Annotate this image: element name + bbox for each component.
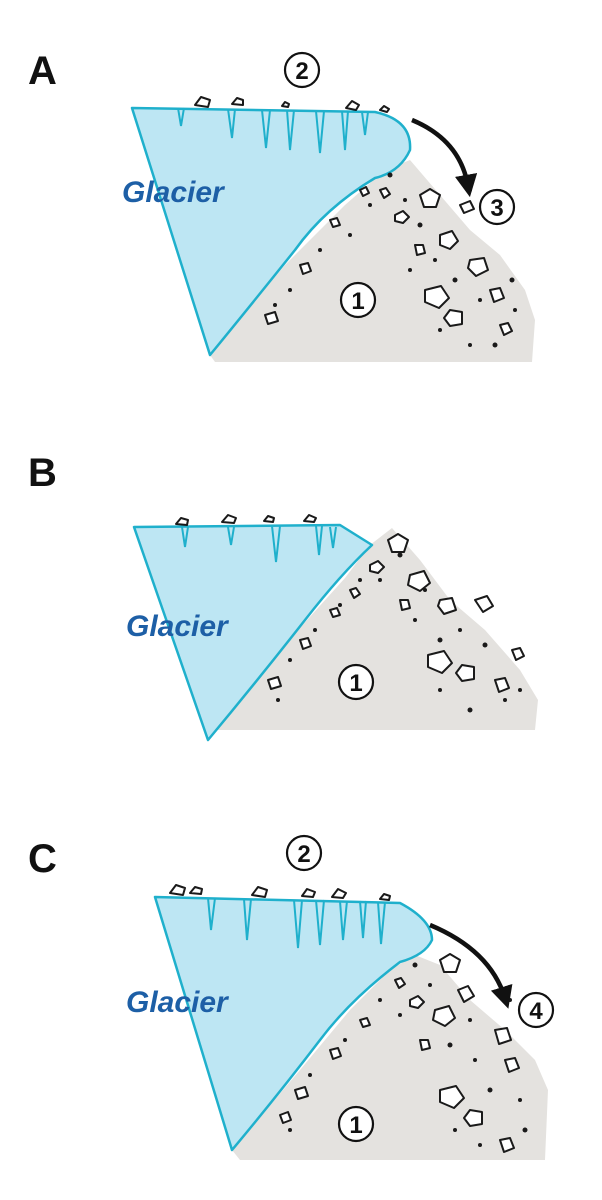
label-3-a: 3 — [490, 195, 503, 222]
panel-letter-c: C — [28, 837, 57, 881]
glacier-label-a: Glacier — [122, 176, 226, 209]
arrow-curved-down-icon — [411, 117, 478, 198]
number-circle-1-c — [337, 1105, 375, 1143]
label-2-a: 2 — [295, 58, 308, 85]
number-circle-1-b — [337, 663, 375, 701]
label-2-c: 2 — [297, 841, 310, 868]
glacier-crevasses-b — [181, 525, 337, 563]
number-circle-2-c — [285, 834, 323, 872]
label-4-c: 4 — [529, 998, 543, 1025]
panel-b: B — [28, 451, 538, 742]
glacier-ice-c — [153, 895, 434, 1152]
arrow-curved-down-icon — [429, 922, 513, 1009]
panel-a: A — [28, 49, 535, 362]
glacier-label-c: Glacier — [126, 986, 230, 1019]
glacier-label-b: Glacier — [126, 610, 230, 643]
moraine-ground-b — [208, 528, 538, 740]
panel-letter-b: B — [28, 451, 57, 495]
rubble-c — [169, 884, 528, 1153]
number-circle-1-a — [339, 281, 377, 319]
glacier-ice-a — [130, 106, 412, 357]
panel-letter-a: A — [28, 49, 57, 93]
glacier-ice-b — [132, 523, 374, 742]
label-1-b: 1 — [349, 670, 362, 697]
rubble-a — [194, 96, 517, 348]
number-circle-4-c — [517, 991, 555, 1029]
number-circle-3-a — [478, 188, 516, 226]
number-circle-2-a — [283, 51, 321, 89]
moraine-ground-c — [232, 955, 548, 1160]
panel-c: C — [28, 834, 555, 1160]
glacier-crevasses-a — [177, 107, 369, 154]
glacier-crevasses-c — [207, 897, 386, 949]
label-1-a: 1 — [351, 288, 364, 315]
label-1-c: 1 — [349, 1112, 362, 1139]
rubble-b — [175, 514, 525, 713]
